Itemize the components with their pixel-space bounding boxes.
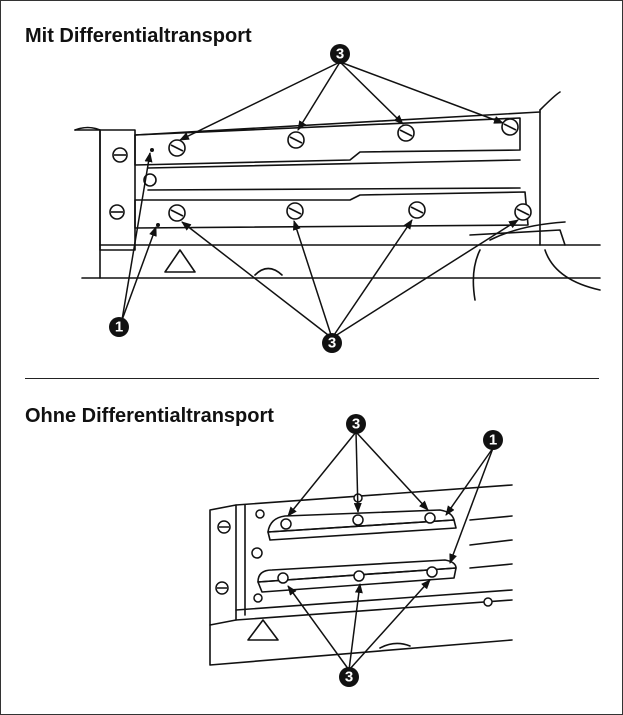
screw-top-3 xyxy=(397,124,415,142)
screws-bottom xyxy=(215,493,493,607)
callout-screws-top-lower: 3 xyxy=(322,333,342,353)
section-title-without-differential-feed: Ohne Differentialtransport xyxy=(25,405,274,427)
section-title-with-differential-feed: Mit Differentialtransport xyxy=(25,25,252,47)
machine-bed-drawing-bottom xyxy=(209,484,513,666)
screw-bottom-4 xyxy=(514,203,532,221)
section-divider xyxy=(25,378,599,379)
callout-label: 3 xyxy=(352,416,360,433)
screw-bottom-3 xyxy=(408,201,426,219)
screw-end-1 xyxy=(112,147,128,163)
screw-end-2 xyxy=(109,204,125,220)
callout-screws-top-upper: 3 xyxy=(330,44,350,64)
screw-bottom-1 xyxy=(168,204,186,222)
callout-screws-bottom-lower: 3 xyxy=(339,667,359,687)
callout-label: 3 xyxy=(345,669,353,686)
callout-label: 1 xyxy=(489,432,497,449)
callout-plate-bottom: 1 xyxy=(483,430,503,450)
leader-lines-bottom xyxy=(287,431,494,671)
screw-end-3 xyxy=(143,173,157,187)
machine-bed-drawing-top xyxy=(74,91,601,301)
leader-lines-top xyxy=(121,61,519,339)
screw-top-1 xyxy=(168,139,186,157)
screw-bottom-2 xyxy=(286,202,304,220)
screw-top-2 xyxy=(287,131,305,149)
callout-label: 3 xyxy=(328,335,336,352)
screws-top xyxy=(109,118,532,222)
callout-plate-top: 1 xyxy=(109,317,129,337)
callout-label: 1 xyxy=(115,319,123,336)
callout-label: 3 xyxy=(336,46,344,63)
screw-top-4 xyxy=(501,118,519,136)
callout-screws-bottom-upper: 3 xyxy=(346,414,366,434)
